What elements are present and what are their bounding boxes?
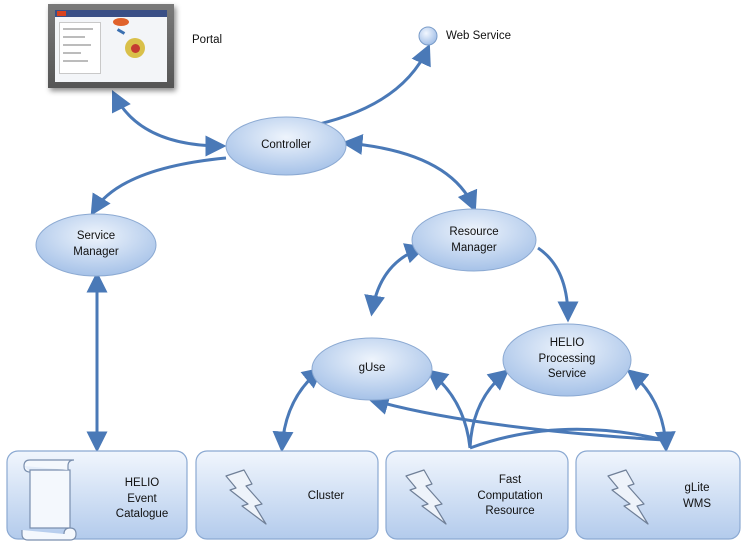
scroll-icon [21,459,77,541]
lightning-icon-fast [405,469,447,525]
edge-guse-cluster [272,367,324,453]
portal-screen [55,10,167,82]
cluster-label: Cluster [307,490,345,502]
portal-text-line [63,28,93,30]
helio-processing-label: HELIO Processing Service [538,337,596,381]
edge-portal-controller [111,89,227,157]
edge-controller-webservice [299,43,431,130]
edge-controller-servicemanager [90,156,227,216]
service-manager-label: Service Manager [73,230,119,258]
edge-resourcemanager-guse [364,243,427,317]
portal-graphic [113,18,129,26]
resource-manager-label: Resource Manager [449,226,499,254]
portal-panel [59,22,101,74]
portal-logo-icon [57,11,66,16]
resource-manager-node [411,208,537,272]
web-service-node [418,26,438,46]
portal-text-line [63,36,85,38]
guse-label: gUse [358,362,386,374]
controller-node [225,116,347,176]
web-service-label: Web Service [446,30,511,42]
portal-text-line [63,44,91,46]
edge-controller-resourcemanager [341,133,478,213]
fast-computation-box [385,450,569,540]
edge-fastcompute-glite [469,427,665,450]
lightning-icon-cluster [225,469,267,525]
lightning-icon-glite [607,469,649,525]
portal-topbar [55,10,167,17]
portal-graphic [131,44,140,53]
portal-graphic [116,28,126,35]
helio-processing-node [502,323,632,397]
edge-resourcemanager-processing [537,246,579,323]
guse-node [311,337,433,401]
glite-label: gLite WMS [682,482,712,510]
edge-processing-fastcompute [468,369,510,449]
portal-text-line [63,60,88,62]
service-manager-node [35,213,157,277]
event-catalogue-label: HELIO Event Catalogue [115,477,169,521]
edge-processing-glite [626,369,676,453]
edge-guse-glite [367,394,665,442]
portal-label: Portal [192,34,223,46]
portal-text-line [63,52,81,54]
fast-computation-label: Fast Computation Resource [477,474,543,518]
controller-label: Controller [261,139,311,151]
portal-screenshot [48,4,174,88]
edge-guse-fastcompute [426,369,472,449]
